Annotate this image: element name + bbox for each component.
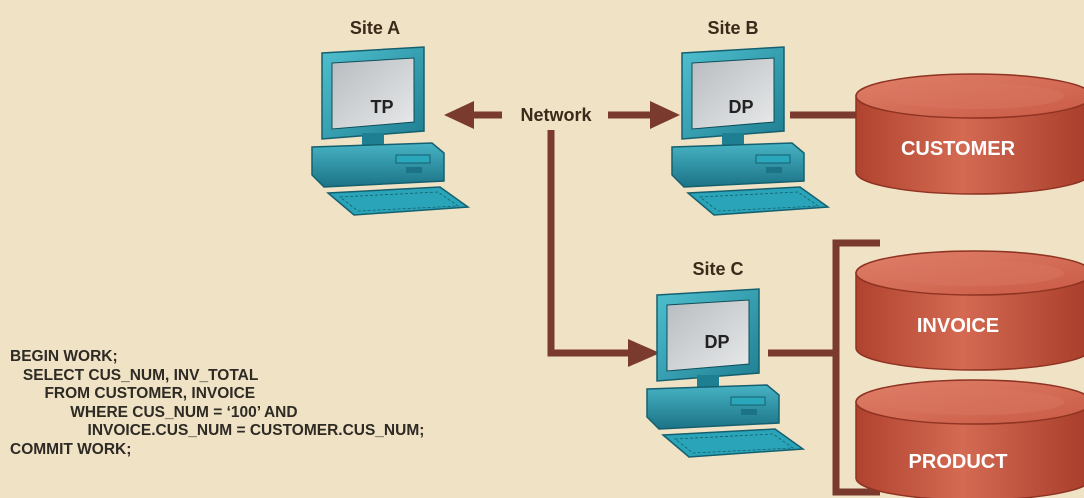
computer-icon	[311, 46, 469, 216]
site-b: Site B DP	[671, 18, 829, 216]
sql-line: BEGIN WORK;	[10, 348, 118, 365]
site-c-processor: DP	[704, 332, 729, 352]
site-b-label: Site B	[707, 18, 758, 38]
sql-line: SELECT CUS_NUM, INV_TOTAL	[10, 366, 259, 384]
database-product: PRODUCT	[855, 379, 1084, 498]
site-c: Site C DP	[646, 259, 804, 458]
database-label: CUSTOMER	[901, 138, 1016, 160]
site-b-processor: DP	[728, 97, 753, 117]
arrowhead-site-a	[444, 101, 474, 129]
database-label: PRODUCT	[909, 451, 1008, 473]
site-a-processor: TP	[370, 97, 393, 117]
database-customer: CUSTOMER	[855, 73, 1084, 195]
arrowhead-site-b	[650, 101, 680, 129]
computer-icon	[671, 46, 829, 216]
sql-line: FROM CUSTOMER, INVOICE	[10, 385, 256, 403]
computer-icon	[646, 288, 804, 458]
arrowheads	[444, 101, 680, 367]
database-invoice: INVOICE	[855, 250, 1084, 371]
sql-line: INVOICE.CUS_NUM = CUSTOMER.CUS_NUM;	[10, 422, 425, 440]
site-c-label: Site C	[692, 259, 743, 279]
site-a: Site A TP	[311, 18, 469, 216]
sql-line: COMMIT WORK;	[10, 440, 132, 458]
sql-line: WHERE CUS_NUM = ‘100’ AND	[10, 403, 298, 421]
arrowhead-site-c	[628, 339, 660, 367]
database-label: INVOICE	[917, 315, 999, 337]
network-label: Network	[520, 105, 592, 125]
sql-transaction: BEGIN WORK; SELECT CUS_NUM, INV_TOTAL FR…	[10, 348, 424, 460]
network-connectors	[472, 111, 880, 496]
site-a-label: Site A	[350, 18, 400, 38]
